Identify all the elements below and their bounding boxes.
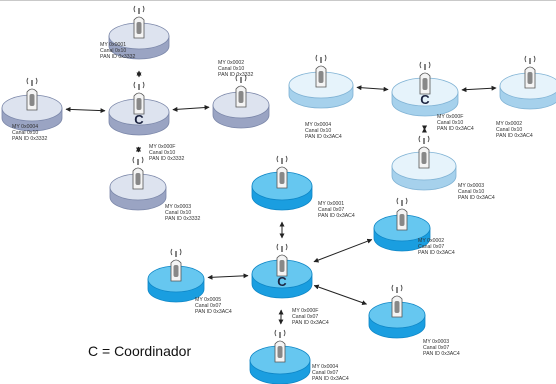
link-arrow [356, 85, 389, 92]
link-arrow [65, 106, 106, 114]
router-node [251, 155, 313, 211]
coordinator-node: C [391, 61, 459, 117]
radio-module-icon [133, 5, 145, 39]
link-arrow [172, 105, 210, 112]
top-border-line [0, 0, 556, 1]
radio-module-icon [524, 55, 536, 89]
router-node [499, 55, 556, 110]
radio-module-icon [132, 156, 144, 190]
router-node [1, 77, 63, 132]
router-node [391, 135, 457, 191]
radio-module-icon [170, 248, 182, 282]
radio-module-icon [276, 243, 288, 277]
link-arrow [313, 238, 373, 263]
radio-module-icon [235, 74, 247, 108]
coordinator-node: C [251, 243, 313, 299]
link-arrow [313, 284, 368, 305]
radio-module-icon [26, 77, 38, 111]
radio-module-icon [274, 329, 286, 363]
link-arrow [461, 85, 497, 93]
coordinator-mark: C [134, 112, 144, 127]
coordinator-mark: C [420, 92, 430, 107]
router-node [373, 197, 431, 252]
router-node [368, 284, 426, 339]
radio-module-icon [133, 81, 145, 115]
router-node [288, 54, 354, 109]
router-node [147, 248, 205, 303]
router-node [108, 5, 170, 60]
coordinator-mark: C [277, 274, 287, 289]
router-node [109, 156, 167, 211]
router-node [212, 74, 270, 129]
link-arrow [207, 273, 249, 280]
radio-module-icon [419, 61, 431, 95]
router-node [249, 329, 311, 384]
radio-module-icon [315, 54, 327, 88]
legend-coordinator: C = Coordinador [88, 343, 192, 359]
radio-module-icon [418, 135, 430, 169]
radio-module-icon [396, 197, 408, 231]
radio-module-icon [276, 155, 288, 189]
radio-module-icon [391, 284, 403, 318]
coordinator-node: C [108, 81, 170, 136]
